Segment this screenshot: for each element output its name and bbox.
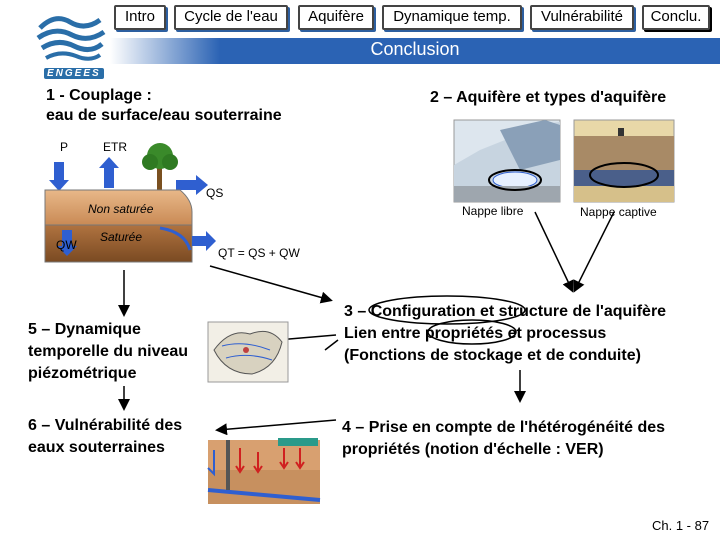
engees-logo [30, 8, 110, 80]
section3-line1: 3 – Configuration et structure de l'aqui… [344, 303, 667, 320]
section5-line3: piézométrique [28, 365, 137, 382]
section4-line1: 4 – Prise en compte de l'hétérogénéité d… [342, 419, 666, 436]
section5-line1: 5 – Dynamique [28, 321, 141, 338]
arrow-libre-to-s3 [534, 211, 574, 293]
coupling-diagram [44, 143, 216, 263]
piezometric-map [207, 321, 289, 383]
nappe-captive-circle [589, 162, 659, 188]
section3-line3: (Fonctions de stockage et de conduite) [344, 347, 641, 364]
arrow-s1-to-s3 [209, 265, 333, 304]
section6-line1: 6 – Vulnérabilité des [28, 417, 183, 434]
nappe-libre-circle [488, 169, 542, 191]
label-qs: QS [206, 186, 224, 200]
nav-intro[interactable]: Intro [114, 5, 166, 30]
nav-aquifere[interactable]: Aquifère [298, 5, 374, 30]
section6-line2: eaux souterraines [28, 439, 165, 456]
section5-line2: temporelle du niveau [28, 343, 189, 360]
page-number: Ch. 1 - 87 [652, 518, 710, 533]
nav-vulnerabilite[interactable]: Vulnérabilité [530, 5, 634, 30]
label-qw: QW [56, 238, 77, 252]
section1-heading-line1: 1 - Couplage : [46, 87, 152, 104]
arrow-s4-left [215, 419, 337, 436]
label-nappe-libre: Nappe libre [462, 204, 524, 218]
circle-proprietes [427, 319, 517, 345]
aquifer-images [453, 119, 675, 203]
nav-dynamique-temp[interactable]: Dynamique temp. [382, 5, 522, 30]
section3-line2: Lien entre propriétés et processus [344, 325, 607, 342]
nav-cycle-eau[interactable]: Cycle de l'eau [174, 5, 288, 30]
label-etr: ETR [103, 140, 127, 154]
label-nappe-captive: Nappe captive [580, 205, 657, 219]
label-p: P [60, 140, 69, 154]
arrow-captive-to-s3 [573, 211, 615, 293]
nav-conclusion[interactable]: Conclu. [642, 5, 710, 30]
title-band [110, 38, 720, 64]
label-non-saturee: Non saturée [88, 202, 154, 216]
label-equation: QT = QS + QW [218, 246, 300, 260]
arrow-s3-to-s5 [324, 339, 339, 351]
section4-line2: propriétés (notion d'échelle : VER) [342, 441, 604, 458]
logo-text: ENGEES [44, 68, 104, 79]
label-saturee: Saturée [100, 230, 143, 244]
section1-heading-line2: eau de surface/eau souterraine [46, 107, 282, 124]
circle-configuration [368, 295, 526, 325]
section2-heading: 2 – Aquifère et types d'aquifère [430, 89, 667, 106]
page-title: Conclusion [370, 39, 460, 59]
navigation-bar: Intro Cycle de l'eau Aquifère Dynamique … [0, 0, 720, 36]
vulnerability-image [207, 438, 321, 504]
